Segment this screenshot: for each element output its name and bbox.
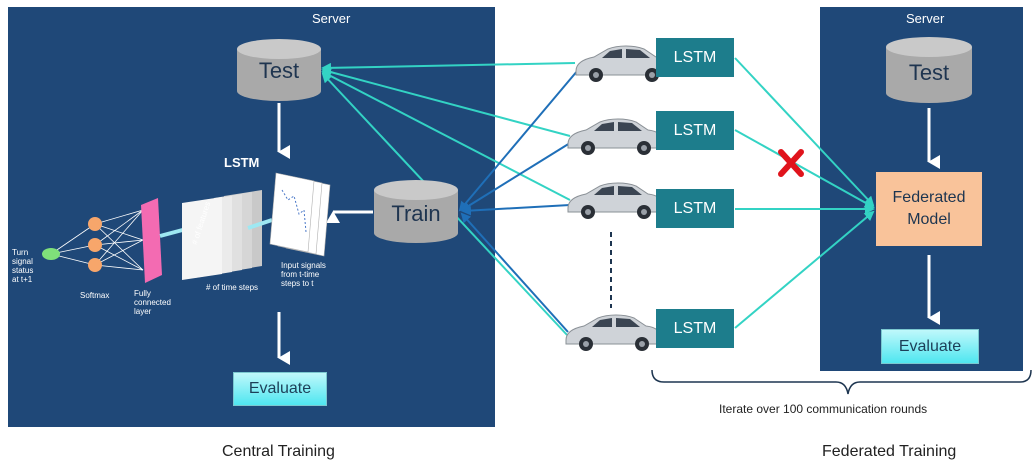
car3-to-train-arrow: [461, 204, 571, 216]
fully-connected-layer: [141, 198, 162, 283]
network-edges: [50, 209, 144, 271]
car3-to-test-arrow: [321, 71, 571, 201]
fully-connected-label: Fully connected layer: [134, 289, 171, 316]
federated-server-label: Server: [906, 11, 945, 26]
vehicle-icon: [565, 314, 663, 351]
lstm1-to-fed-arrow: [734, 57, 875, 207]
client-lstm-box: LSTM: [656, 38, 734, 77]
federated-model-label-line1: Federated: [892, 189, 966, 206]
input-signals-label: Input signals from t-time steps to t: [281, 261, 326, 288]
federated-training-caption: Federated Training: [822, 443, 957, 460]
car4-to-train-arrow: [460, 212, 569, 333]
federated-model-box: Federated Model: [876, 172, 982, 246]
stack-connector: [247, 218, 273, 230]
vehicle-icon: [567, 118, 665, 155]
lstm2-to-fed-arrow: [734, 129, 875, 208]
central-train-db-icon: [374, 180, 458, 243]
car2-to-train-arrow: [460, 142, 571, 212]
softmax-node: [88, 238, 102, 252]
central-training-caption: Central Training: [222, 443, 335, 460]
dropped-client-x-icon: [778, 149, 804, 177]
feature-stack-icon: [182, 190, 262, 280]
central-lstm-label: LSTM: [224, 155, 260, 170]
output-label: Turn signal status at t+1: [12, 248, 34, 284]
central-test-label: Test: [258, 58, 300, 83]
client-lstm-box: LSTM: [656, 309, 734, 348]
central-train-label: Train: [391, 201, 441, 226]
car1-to-test-arrow: [321, 62, 576, 73]
federated-evaluate-box: Evaluate: [881, 329, 979, 364]
central-evaluate-box: Evaluate: [233, 372, 327, 406]
client-lstm-box: LSTM: [656, 189, 734, 228]
federated-test-label: Test: [908, 60, 950, 85]
vehicle-icon: [575, 45, 673, 82]
output-node: [42, 248, 60, 260]
federated-test-db-icon: [886, 37, 972, 103]
iterate-label: Iterate over 100 communication rounds: [719, 402, 928, 416]
time-steps-label: # of time steps: [206, 283, 259, 292]
car1-to-train-arrow: [458, 69, 579, 212]
softmax-node: [88, 258, 102, 272]
federated-model-label-line2: Model: [907, 211, 951, 228]
iteration-brace: [651, 369, 1032, 395]
central-test-db-icon: [237, 39, 321, 101]
vehicle-icon: [567, 182, 665, 219]
client-lstm-box: LSTM: [656, 111, 734, 150]
softmax-node: [88, 217, 102, 231]
car2-to-test-arrow: [321, 67, 571, 137]
softmax-label: Softmax: [80, 291, 110, 300]
input-signals-icon: [269, 172, 331, 257]
lstm4-to-fed-arrow: [734, 210, 875, 329]
central-server-label: Server: [312, 11, 351, 26]
